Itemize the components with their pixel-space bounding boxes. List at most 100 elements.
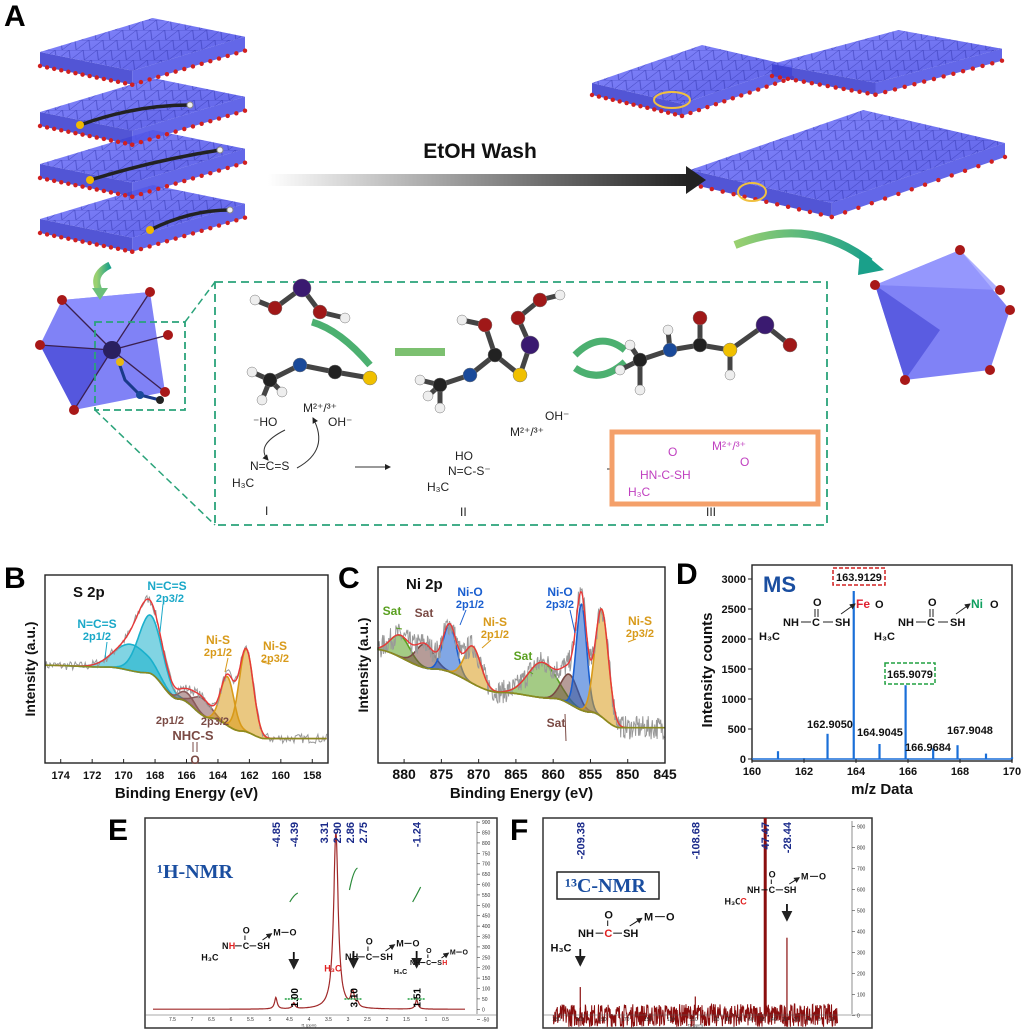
atom [276, 386, 288, 398]
integral-curve [348, 867, 358, 891]
x-tick-label: 164 [209, 770, 228, 782]
x-tick-label: 10 [805, 1017, 811, 1023]
x-tick-label: 170 [114, 770, 132, 782]
oxygen-atom [115, 246, 121, 252]
oxygen-atom [115, 139, 121, 145]
slab-lattice [40, 18, 245, 71]
y-tick-label: 500 [482, 903, 491, 909]
oxygen-atom [709, 186, 715, 192]
peak-shift-label: -108.68 [690, 822, 702, 859]
scheme-step-ii: OH⁻ M²⁺/³⁺ HO N=C-S⁻ H₃C II [427, 409, 655, 519]
oxygen-atom [73, 182, 78, 188]
hydrogen-atom [226, 206, 234, 214]
peak-shift-label: -4.85 [271, 822, 283, 847]
oxygen-atom [807, 209, 813, 215]
x-tick-label: 875 [430, 766, 454, 782]
scheme-step-i: ⁻HO M²⁺/³⁺ OH⁻ N=C=S H₃C I [232, 401, 391, 518]
oxygen-atom [216, 223, 222, 228]
oxygen-atom [182, 66, 187, 72]
y-tick-label: 400 [482, 924, 491, 930]
peak-orbital-label: 2p1/2 [204, 647, 232, 659]
panel-a: A EtOH Wash [4, 0, 1015, 526]
panel-label-f: F [510, 814, 528, 847]
y-tick-label: 600 [482, 883, 491, 889]
x-tick-label: 190 [598, 1017, 607, 1023]
thiocarbamate-label: N=C-S⁻ [448, 464, 491, 478]
plot-frame [377, 566, 666, 764]
oxygen-atom [921, 79, 927, 84]
x-tick-label: 166 [177, 770, 195, 782]
oxygen-atom [818, 212, 824, 217]
plot-frame [751, 564, 1013, 762]
fe-peak-box [832, 567, 886, 586]
nh-h-label: H [229, 941, 236, 951]
oxygen-atom [225, 113, 230, 119]
x-tick-label: 1 [425, 1017, 428, 1023]
atom [722, 342, 738, 358]
atom [532, 292, 548, 308]
mechanism-box [214, 281, 828, 526]
oxygen-atom [705, 104, 710, 110]
metal-label: Fe [856, 597, 870, 611]
peak-label: Ni-O [457, 585, 482, 599]
oxygen-atom [108, 245, 114, 250]
oxygen-atom [208, 225, 213, 231]
etoh-wash-label: EtOH Wash [423, 140, 537, 163]
atom [724, 369, 736, 381]
oxide-o-label: O [290, 928, 297, 938]
x-axis-label: Binding Energy (eV) [450, 785, 593, 802]
peak-mz-label: 164.9045 [857, 727, 903, 739]
oxygen-atom [80, 184, 85, 189]
oxygen-atom [225, 53, 230, 59]
oxygen-atom [101, 136, 107, 142]
atom [487, 347, 503, 363]
oxygen-atom [596, 94, 602, 99]
slab-front-face [592, 83, 682, 116]
oxygen-atom [922, 182, 928, 187]
slab-lattice [40, 185, 245, 238]
oxygen-atom [80, 132, 85, 137]
oxygen-atom [869, 200, 874, 206]
peak-leader-line [564, 713, 567, 742]
hydroxide-label: OH⁻ [328, 415, 352, 429]
y-tick-label: 1000 [722, 694, 746, 706]
plot-frame [144, 817, 498, 1029]
oxygen-atom [87, 240, 92, 246]
oxygen-atom [147, 77, 152, 82]
x-axis-label: Binding Energy (eV) [115, 785, 258, 802]
y-tick-label: 100 [482, 986, 491, 992]
nh-label: NH [747, 885, 760, 895]
x-tick-label: 6 [230, 1017, 233, 1023]
y-tick-label: 500 [728, 724, 746, 736]
oxygen-atom [87, 185, 92, 191]
x-tick-label: 172 [83, 770, 101, 782]
atom [432, 377, 448, 393]
peak-shift-label: 2.75 [358, 822, 370, 843]
carbon-label: C [366, 952, 373, 962]
slab-side-face [132, 148, 245, 197]
y-tick-label: 300 [482, 945, 491, 951]
oxygen-atom [94, 75, 99, 80]
oxygen-atom [182, 178, 187, 184]
y-tick-label: 0 [857, 1013, 860, 1019]
oxygen-atom [130, 82, 135, 87]
hydrogen-atom [186, 101, 194, 109]
peak-leader-line [395, 627, 403, 630]
x-tick-label: 4 [308, 1017, 311, 1023]
x-tick-label: 7.5 [169, 1017, 176, 1023]
x-tick-label: 50 [760, 1017, 766, 1023]
metal-label: M [396, 939, 404, 949]
carbon-label: C [812, 617, 820, 629]
oxygen-atom [59, 128, 64, 133]
oxygen-atom [199, 173, 204, 178]
etoh-wash-arrow: EtOH Wash [268, 140, 706, 194]
oxygen-atom [108, 138, 114, 143]
oxygen-atom [115, 79, 121, 85]
y-tick-label: 800 [482, 841, 491, 847]
x-tick-label: 40 [771, 1017, 777, 1023]
oxide-o-label: O [875, 599, 884, 611]
oxygen-atom [94, 187, 99, 192]
nh-label: N [410, 960, 415, 967]
atom [782, 337, 798, 353]
atom [434, 402, 446, 414]
